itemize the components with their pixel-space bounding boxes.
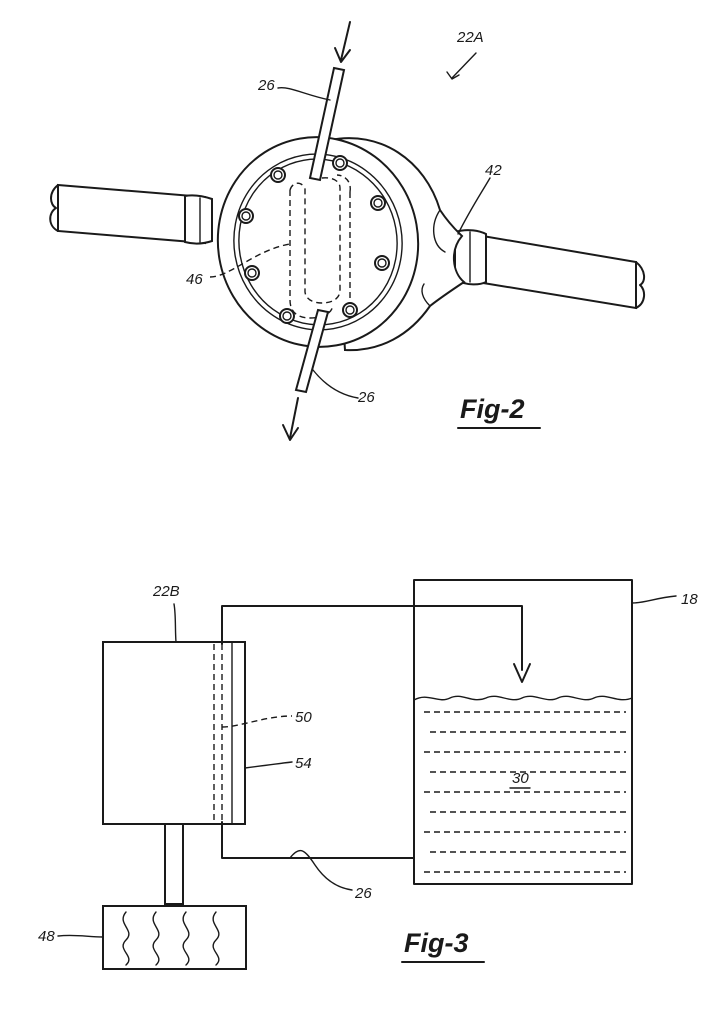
drive-shaft [165,824,183,904]
fig-2-title: Fig-2 [460,394,525,424]
right-pipe [455,230,644,308]
liquid-30 [424,712,626,872]
label-30: 30 [512,770,529,787]
label-42: 42 [485,162,502,179]
bolt [271,168,285,182]
label-48: 48 [38,928,55,945]
figure-2: 26 22A 42 46 26 Fig-2 [50,22,644,440]
label-26-outlet: 26 [357,389,375,406]
bolt [245,266,259,280]
label-54: 54 [295,755,312,772]
heater-48 [103,906,246,969]
fig-3-title: Fig-3 [404,928,469,958]
label-26-inlet: 26 [257,77,275,94]
bolt [280,309,294,323]
figure-3: 22B 18 50 54 30 26 48 Fig-3 [38,580,698,969]
heat-exchanger-22b [103,642,245,824]
bolt [239,209,253,223]
label-50: 50 [295,709,312,726]
bolt [375,256,389,270]
bolt [371,196,385,210]
bolt [343,303,357,317]
label-18: 18 [681,591,698,608]
filter-housing [201,121,464,363]
label-46: 46 [186,271,203,288]
label-22a: 22A [456,29,484,46]
label-26-fig3: 26 [354,885,372,902]
left-pipe [50,185,212,244]
bolt [333,156,347,170]
label-22b: 22B [152,583,180,600]
